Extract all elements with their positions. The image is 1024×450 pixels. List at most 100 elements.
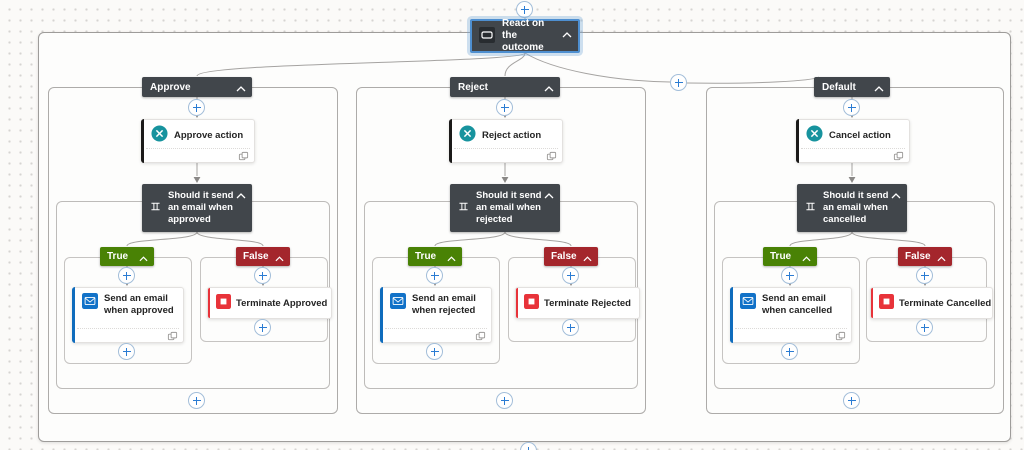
email-action-card[interactable]: Send an email when cancelled bbox=[730, 287, 852, 343]
link-indicator-icon bbox=[893, 149, 904, 161]
card-title: Send an email when approved bbox=[104, 293, 174, 316]
card-title: Cancel action bbox=[829, 129, 891, 141]
chevron-up-icon[interactable] bbox=[583, 254, 593, 261]
chevron-up-icon[interactable] bbox=[447, 254, 457, 261]
approvals-icon bbox=[151, 125, 168, 146]
card-title: Approve action bbox=[174, 129, 244, 141]
card-title: Terminate Approved bbox=[236, 297, 328, 309]
condition-node[interactable]: Should it send an email when rejected bbox=[450, 184, 560, 232]
condition-icon bbox=[149, 200, 162, 216]
add-action-button[interactable] bbox=[254, 267, 271, 284]
condition-title: Should it send an email when approved bbox=[168, 190, 234, 225]
link-indicator-icon bbox=[238, 149, 249, 161]
chevron-up-icon[interactable] bbox=[139, 254, 149, 261]
add-action-button[interactable] bbox=[426, 343, 443, 360]
chevron-up-icon[interactable] bbox=[874, 84, 884, 92]
card-title: Reject action bbox=[482, 129, 542, 141]
chevron-up-icon[interactable] bbox=[562, 30, 572, 38]
false-label[interactable]: False bbox=[544, 247, 598, 266]
condition-node[interactable]: Should it send an email when approved bbox=[142, 184, 252, 232]
terminate-action-card[interactable]: Terminate Cancelled bbox=[870, 287, 993, 319]
add-action-button[interactable] bbox=[188, 99, 205, 116]
outlook-email-icon bbox=[82, 293, 98, 313]
terminate-icon bbox=[879, 294, 894, 312]
terminate-action-card[interactable]: Terminate Approved bbox=[207, 287, 332, 319]
condition-title: Should it send an email when rejected bbox=[476, 190, 542, 225]
switch-icon bbox=[479, 26, 495, 46]
approve-case-header[interactable]: Approve bbox=[142, 77, 252, 97]
email-action-card[interactable]: Send an email when approved bbox=[72, 287, 184, 343]
outlook-email-icon bbox=[740, 293, 756, 313]
card-stripe bbox=[208, 288, 210, 318]
add-action-button[interactable] bbox=[426, 267, 443, 284]
add-action-button[interactable] bbox=[562, 267, 579, 284]
card-divider bbox=[801, 148, 905, 149]
branch-label: True bbox=[770, 251, 792, 262]
switch-node[interactable]: React on the outcome bbox=[470, 18, 580, 53]
true-label[interactable]: True bbox=[408, 247, 462, 266]
switch-title: React on the outcome bbox=[502, 18, 545, 53]
false-label[interactable]: False bbox=[898, 247, 952, 266]
terminate-action-card[interactable]: Terminate Rejected bbox=[515, 287, 640, 319]
default-case-header[interactable]: Default bbox=[814, 77, 890, 97]
card-title: Send an email when cancelled bbox=[762, 293, 833, 316]
link-indicator-icon bbox=[546, 149, 557, 161]
email-action-card[interactable]: Send an email when rejected bbox=[380, 287, 492, 343]
add-action-button[interactable] bbox=[118, 267, 135, 284]
add-case-button[interactable] bbox=[670, 74, 687, 91]
chevron-up-icon[interactable] bbox=[275, 254, 285, 261]
link-indicator-icon bbox=[475, 329, 486, 341]
action-card[interactable]: Reject action bbox=[449, 119, 563, 163]
branch-label: True bbox=[107, 251, 129, 262]
action-card[interactable]: Cancel action bbox=[796, 119, 910, 163]
add-action-button[interactable] bbox=[843, 99, 860, 116]
link-indicator-icon bbox=[835, 329, 846, 341]
add-action-button[interactable] bbox=[562, 319, 579, 336]
approvals-icon bbox=[459, 125, 476, 146]
approvals-icon bbox=[806, 125, 823, 146]
reject-case-header[interactable]: Reject bbox=[450, 77, 560, 97]
card-stripe bbox=[72, 287, 75, 343]
add-action-button[interactable] bbox=[496, 99, 513, 116]
add-action-button[interactable] bbox=[843, 392, 860, 409]
chevron-up-icon[interactable] bbox=[236, 84, 246, 92]
chevron-up-icon[interactable] bbox=[544, 191, 554, 199]
insert-action-button[interactable] bbox=[516, 1, 533, 18]
card-title: Send an email when rejected bbox=[412, 293, 476, 316]
branch-label: False bbox=[551, 251, 577, 262]
chevron-up-icon[interactable] bbox=[937, 254, 947, 261]
card-title: Terminate Rejected bbox=[544, 297, 631, 309]
card-divider bbox=[454, 148, 558, 149]
add-action-button[interactable] bbox=[118, 343, 135, 360]
add-action-button[interactable] bbox=[496, 392, 513, 409]
case-label: Default bbox=[822, 81, 856, 93]
condition-node[interactable]: Should it send an email when cancelled bbox=[797, 184, 907, 232]
branch-label: True bbox=[415, 251, 437, 262]
card-stripe bbox=[449, 119, 452, 163]
outlook-email-icon bbox=[390, 293, 406, 313]
chevron-up-icon[interactable] bbox=[802, 254, 812, 261]
card-stripe bbox=[141, 119, 144, 163]
branch-label: False bbox=[905, 251, 931, 262]
insert-action-button[interactable] bbox=[520, 442, 537, 450]
action-card[interactable]: Approve action bbox=[141, 119, 255, 163]
card-title: Terminate Cancelled bbox=[899, 297, 992, 309]
add-action-button[interactable] bbox=[188, 392, 205, 409]
chevron-up-icon[interactable] bbox=[236, 191, 246, 199]
false-label[interactable]: False bbox=[236, 247, 290, 266]
chevron-up-icon[interactable] bbox=[891, 191, 901, 199]
true-label[interactable]: True bbox=[763, 247, 817, 266]
add-action-button[interactable] bbox=[781, 343, 798, 360]
terminate-icon bbox=[524, 294, 539, 312]
card-stripe bbox=[730, 287, 733, 343]
chevron-up-icon[interactable] bbox=[544, 84, 554, 92]
add-action-button[interactable] bbox=[254, 319, 271, 336]
add-action-button[interactable] bbox=[781, 267, 798, 284]
add-action-button[interactable] bbox=[916, 267, 933, 284]
card-divider bbox=[146, 148, 250, 149]
terminate-icon bbox=[216, 294, 231, 312]
card-stripe bbox=[796, 119, 799, 163]
true-label[interactable]: True bbox=[100, 247, 154, 266]
add-action-button[interactable] bbox=[916, 319, 933, 336]
